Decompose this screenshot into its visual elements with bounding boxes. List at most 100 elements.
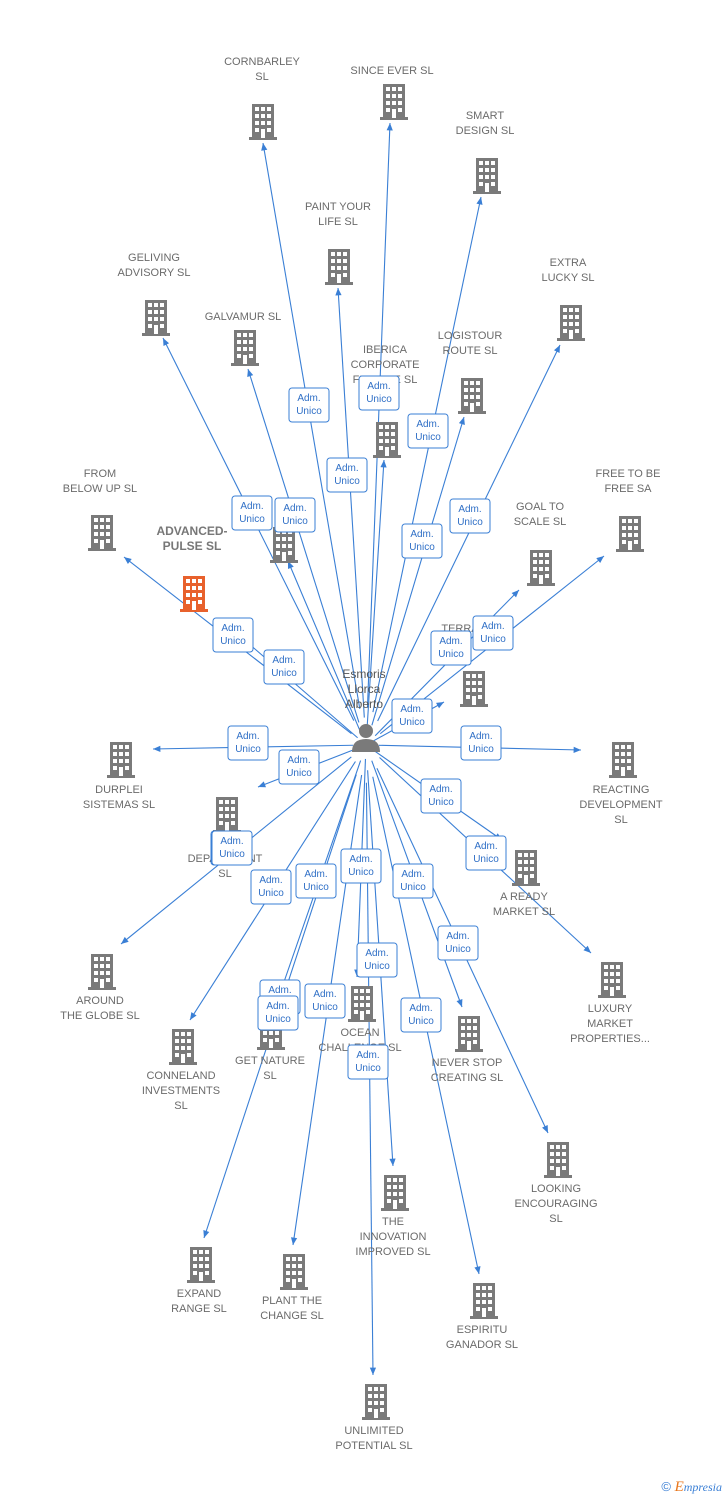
building-icon[interactable] [142, 300, 170, 336]
company-label-paint-your-life[interactable]: PAINT YOUR [305, 201, 371, 213]
building-icon[interactable] [88, 954, 116, 990]
company-label-conneland[interactable]: INVESTMENTS [142, 1085, 220, 1097]
building-icon[interactable] [107, 742, 135, 778]
company-label-reacting[interactable]: SL [614, 814, 627, 826]
company-label-iberica[interactable]: CORPORATE [351, 359, 420, 371]
company-label-espiritu-ganador[interactable]: ESPIRITU [457, 1324, 508, 1336]
building-icon[interactable] [557, 305, 585, 341]
role-box-a-ready-market[interactable]: Adm.Unico [420, 778, 462, 814]
company-label-espiritu-ganador[interactable]: GANADOR SL [446, 1339, 518, 1351]
role-box-extra-2[interactable]: Adm.Unico [257, 995, 299, 1031]
company-label-around-the-globe[interactable]: THE GLOBE SL [60, 1010, 139, 1022]
building-icon[interactable] [473, 158, 501, 194]
company-label-never-stop[interactable]: NEVER STOP [432, 1057, 503, 1069]
building-icon[interactable] [213, 797, 241, 833]
building-icon[interactable] [458, 378, 486, 414]
role-box-logistour[interactable]: Adm.Unico [401, 523, 443, 559]
company-label-iberica[interactable]: IBERICA [363, 344, 408, 356]
role-box-get-nature[interactable]: Adm.Unico [295, 863, 337, 899]
role-box-unlimited-potential[interactable]: Adm.Unico [347, 1044, 389, 1080]
company-label-since-ever[interactable]: SINCE EVER SL [350, 65, 433, 77]
company-label-unlimited-potential[interactable]: POTENTIAL SL [335, 1440, 412, 1452]
role-box-iberica[interactable]: Adm.Unico [326, 457, 368, 493]
role-box-plant-the-change[interactable]: Adm.Unico [304, 983, 346, 1019]
building-icon[interactable] [609, 742, 637, 778]
company-label-free-to-be-free[interactable]: FREE SA [604, 483, 652, 495]
company-label-logistour[interactable]: ROUTE SL [442, 345, 497, 357]
company-label-cornbarley[interactable]: SL [255, 71, 268, 83]
company-label-logistour[interactable]: LOGISTOUR [438, 330, 503, 342]
company-label-luxury-market[interactable]: PROPERTIES... [570, 1033, 650, 1045]
company-label-luxury-market[interactable]: MARKET [587, 1018, 633, 1030]
building-icon[interactable] [380, 84, 408, 120]
company-label-luxury-market[interactable]: LUXURY [588, 1003, 633, 1015]
company-label-looking-encouraging[interactable]: LOOKING [531, 1183, 581, 1195]
building-icon[interactable] [180, 576, 208, 612]
company-label-looking-encouraging[interactable]: ENCOURAGING [514, 1198, 597, 1210]
company-label-unlimited-potential[interactable]: UNLIMITED [344, 1425, 403, 1437]
company-label-never-stop[interactable]: CREATING SL [431, 1072, 504, 1084]
building-icon[interactable] [470, 1283, 498, 1319]
company-label-ocean-challenge[interactable]: OCEAN [340, 1027, 379, 1039]
company-label-conneland[interactable]: SL [174, 1100, 187, 1112]
company-label-innovation[interactable]: INNOVATION [360, 1231, 427, 1243]
company-label-durplei[interactable]: SISTEMAS SL [83, 799, 155, 811]
role-box-geliving[interactable]: Adm.Unico [231, 495, 273, 531]
company-label-durplei[interactable]: DURPLEI [95, 784, 143, 796]
role-box-extra-1[interactable]: Adm.Unico [391, 698, 433, 734]
company-label-innovation[interactable]: IMPROVED SL [355, 1246, 430, 1258]
company-label-extra-lucky[interactable]: EXTRA [550, 257, 587, 269]
building-icon[interactable] [362, 1384, 390, 1420]
building-icon[interactable] [460, 671, 488, 707]
company-label-a-ready-market[interactable]: MARKET SL [493, 906, 555, 918]
role-box-luxury-market[interactable]: Adm.Unico [465, 835, 507, 871]
building-icon[interactable] [598, 962, 626, 998]
role-box-advanced-pulse[interactable]: Adm.Unico [263, 649, 305, 685]
company-label-looking-encouraging[interactable]: SL [549, 1213, 562, 1225]
building-icon[interactable] [381, 1175, 409, 1211]
building-icon[interactable] [169, 1029, 197, 1065]
company-label-smart-design[interactable]: SMART [466, 110, 505, 122]
person-node[interactable]: Esmoris Llorca Alberto [342, 667, 386, 752]
role-box-extra-3[interactable]: Adm.Unico [211, 830, 253, 866]
company-label-advanced-pulse[interactable]: ADVANCED- [156, 524, 227, 538]
building-icon[interactable] [231, 330, 259, 366]
company-label-conneland[interactable]: CONNELAND [146, 1070, 215, 1082]
building-icon[interactable] [325, 249, 353, 285]
company-label-plant-the-change[interactable]: CHANGE SL [260, 1310, 324, 1322]
company-label-innovation[interactable]: THE [382, 1216, 404, 1228]
role-box-smart-design[interactable]: Adm.Unico [407, 413, 449, 449]
building-icon[interactable] [616, 516, 644, 552]
company-label-geliving[interactable]: GELIVING [128, 252, 180, 264]
company-label-plan-department[interactable]: SL [218, 868, 231, 880]
company-label-from-below-up[interactable]: BELOW UP SL [63, 483, 137, 495]
role-box-terra[interactable]: Adm.Unico [430, 630, 472, 666]
building-icon[interactable] [512, 850, 540, 886]
company-label-goal-to-scale[interactable]: SCALE SL [514, 516, 567, 528]
role-box-reacting[interactable]: Adm.Unico [460, 725, 502, 761]
building-icon[interactable] [88, 515, 116, 551]
company-label-from-below-up[interactable]: FROM [84, 468, 116, 480]
company-label-expand-range[interactable]: EXPAND [177, 1288, 221, 1300]
building-icon[interactable] [544, 1142, 572, 1178]
role-box-paint-your-life[interactable]: Adm.Unico [288, 387, 330, 423]
company-label-smart-design[interactable]: DESIGN SL [456, 125, 515, 137]
company-label-galvamur[interactable]: GALVAMUR SL [205, 311, 282, 323]
building-icon[interactable] [348, 986, 376, 1022]
role-box-ocean-challenge[interactable]: Adm.Unico [340, 848, 382, 884]
company-label-goal-to-scale[interactable]: GOAL TO [516, 501, 565, 513]
role-box-since-ever[interactable]: Adm.Unico [358, 375, 400, 411]
building-icon[interactable] [187, 1247, 215, 1283]
role-box-looking-encouraging[interactable]: Adm.Unico [437, 925, 479, 961]
company-label-get-nature[interactable]: SL [263, 1070, 276, 1082]
company-label-geliving[interactable]: ADVISORY SL [118, 267, 191, 279]
role-box-espiritu-ganador[interactable]: Adm.Unico [400, 997, 442, 1033]
building-icon[interactable] [249, 104, 277, 140]
role-box-hidden-sl[interactable]: Adm.Unico [274, 497, 316, 533]
role-box-plan-department[interactable]: Adm.Unico [278, 749, 320, 785]
role-box-conneland[interactable]: Adm.Unico [250, 869, 292, 905]
company-label-around-the-globe[interactable]: AROUND [76, 995, 124, 1007]
company-label-cornbarley[interactable]: CORNBARLEY [224, 56, 300, 68]
company-label-reacting[interactable]: DEVELOPMENT [579, 799, 662, 811]
role-box-free-to-be-free[interactable]: Adm.Unico [472, 615, 514, 651]
